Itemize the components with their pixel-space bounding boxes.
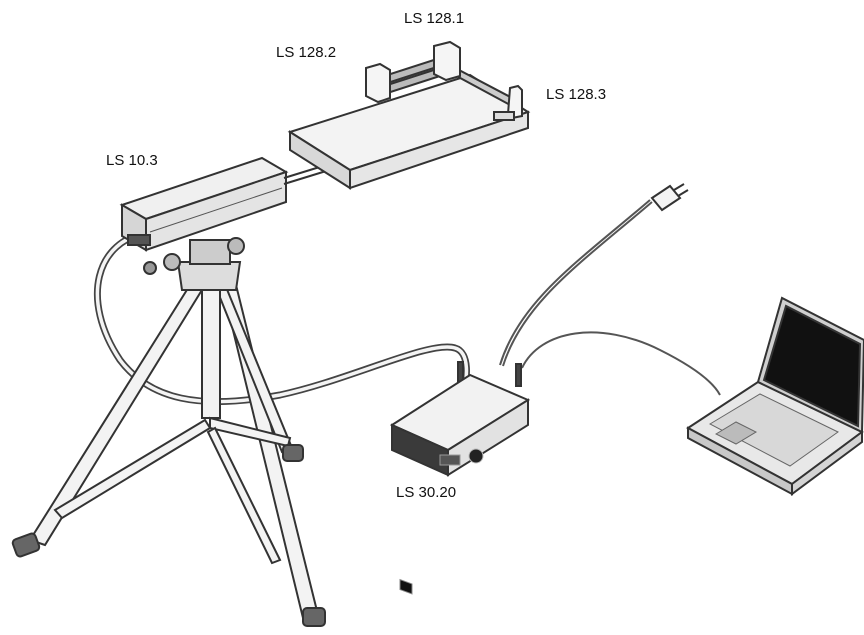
loop-cable-inner bbox=[95, 230, 469, 404]
label-ls-128-2: LS 128.2 bbox=[276, 44, 337, 61]
label-ls-30-20: LS 30.20 bbox=[396, 484, 457, 501]
loop-cable bbox=[94, 228, 470, 406]
label-ls-10-3: LS 10.3 bbox=[106, 152, 158, 169]
power-cable bbox=[499, 199, 653, 367]
ls-10-3-device bbox=[119, 156, 289, 252]
plug-icon bbox=[650, 183, 689, 212]
tripod bbox=[11, 237, 326, 627]
label-ls-128-3: LS 128.3 bbox=[546, 86, 607, 103]
laptop bbox=[686, 296, 864, 496]
ls-30-20-controller bbox=[389, 361, 531, 595]
ls-128-baseplate bbox=[287, 73, 531, 190]
usb-cable bbox=[521, 331, 721, 396]
label-ls-128-1: LS 128.1 bbox=[404, 10, 465, 27]
ls-128-frame bbox=[365, 40, 523, 121]
